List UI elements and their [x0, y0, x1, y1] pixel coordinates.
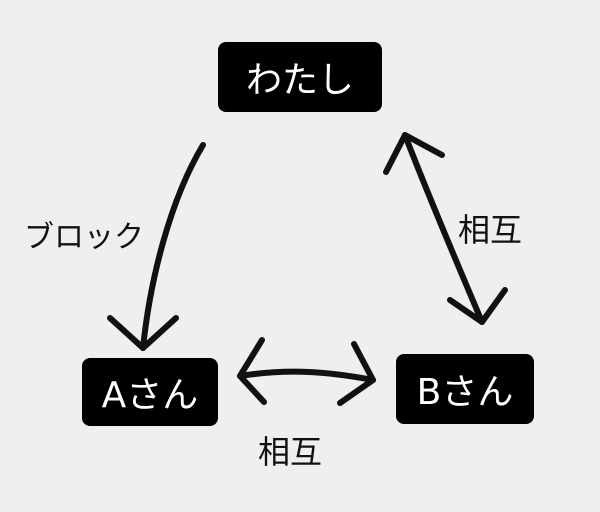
node-a: Aさん [82, 358, 218, 426]
edge-label-mutual-right: 相互 [458, 211, 523, 249]
arrow-a-b [237, 368, 376, 383]
arrow-me-to-a [140, 142, 206, 351]
node-a-label: Aさん [101, 375, 199, 416]
node-b: Bさん [396, 354, 534, 424]
node-me-label: わたし [245, 60, 354, 101]
arrowhead-right [337, 341, 376, 406]
edge-label-mutual-bottom: 相互 [258, 433, 323, 471]
arrow-me-b [402, 132, 485, 325]
node-me: わたし [218, 42, 382, 112]
edge-label-block: ブロック [24, 220, 144, 255]
arrowhead-me [383, 132, 445, 175]
arrowhead-b [447, 287, 508, 325]
node-b-label: Bさん [416, 372, 514, 413]
arrowhead-left [237, 337, 267, 405]
arrowhead-a [107, 315, 179, 351]
